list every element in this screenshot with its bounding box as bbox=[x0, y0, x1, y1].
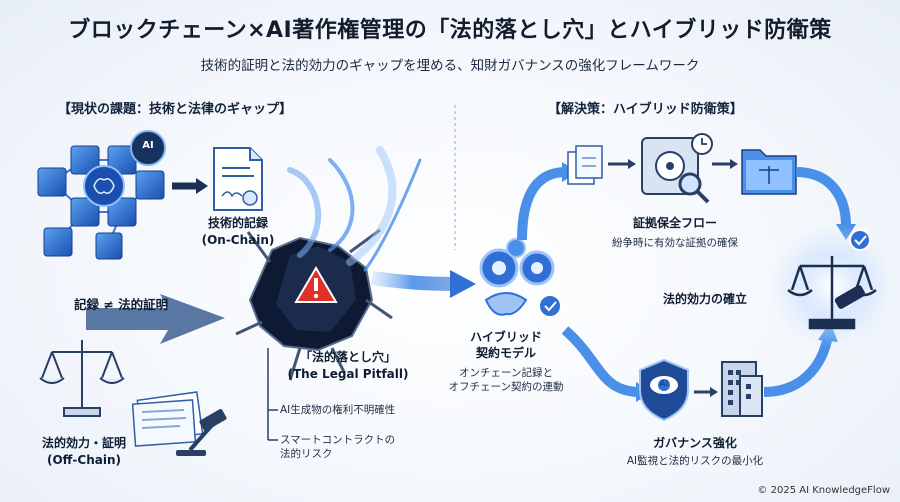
evidence-flow-title: 証拠保全フロー bbox=[632, 216, 717, 230]
pitfall-title: 「法的落とし穴」 bbox=[299, 350, 396, 364]
gears-icon bbox=[479, 238, 555, 288]
legal-effect-label: 法的効力の確立 bbox=[662, 292, 747, 306]
legal-proof-title: 法的効力・証明 bbox=[41, 436, 126, 450]
copyright: © 2025 AI KnowledgeFlow bbox=[757, 485, 890, 496]
risk-item: AI生成物の権利不明確性 bbox=[280, 404, 396, 416]
handshake-icon bbox=[484, 292, 528, 316]
flow-arrow-to-effect bbox=[795, 167, 851, 227]
gap-label: 記録 ≠ 法的証明 bbox=[74, 297, 169, 312]
verified-badge-icon bbox=[538, 294, 562, 318]
magnifier-icon bbox=[678, 172, 710, 204]
arrow-to-hybrid bbox=[371, 271, 453, 291]
eye-badge-label: AI bbox=[659, 379, 669, 388]
page-title: ブロックチェーン×AI著作権管理の「法的落とし穴」とハイブリッド防衛策 bbox=[68, 18, 832, 43]
tech-record-sub: (On-Chain) bbox=[201, 233, 275, 247]
legal-documents-stack-icon bbox=[131, 391, 204, 447]
gap-arrow bbox=[86, 294, 225, 344]
solution-section-title: 【解決策：ハイブリッド防衛策】 bbox=[548, 102, 743, 117]
legal-proof-sub: (Off-Chain) bbox=[47, 453, 121, 467]
risk-item: スマートコントラクトの 法的リスク bbox=[280, 434, 396, 461]
flow-arrow-lower bbox=[561, 326, 641, 397]
flow-arrow-upper bbox=[517, 167, 567, 241]
data-stream bbox=[287, 146, 422, 272]
legal-folder-icon bbox=[741, 149, 797, 195]
office-building-icon bbox=[721, 361, 763, 417]
warning-triangle-icon bbox=[294, 266, 338, 303]
tech-record-title: 技術的記録 bbox=[207, 216, 268, 230]
scales-gavel-icon bbox=[787, 256, 877, 330]
scales-of-justice-icon bbox=[39, 340, 125, 417]
ai-badge-label: AI bbox=[142, 140, 154, 151]
problem-section-title: 【現状の課題：技術と法律のギャップ】 bbox=[58, 102, 293, 117]
check-badge-icon bbox=[849, 229, 871, 251]
governance-sub: AI監視と法的リスクの最小化 bbox=[626, 455, 764, 467]
hybrid-model-sub: オンチェーン記録と オフチェーン契約の連動 bbox=[448, 367, 564, 394]
ai-brain-badge-icon bbox=[130, 130, 166, 166]
ai-eye-shield-icon bbox=[639, 358, 689, 422]
certificate-document-icon bbox=[213, 147, 263, 211]
hybrid-model-title: ハイブリッド 契約モデル bbox=[470, 330, 542, 360]
page-subtitle: 技術的証明と法的効力のギャップを埋める、知財ガバナンスの強化フレームワーク bbox=[200, 58, 700, 74]
blockchain-network-icon bbox=[37, 145, 165, 260]
gavel-icon bbox=[176, 409, 227, 456]
pitfall-sub: (The Legal Pitfall) bbox=[287, 367, 409, 381]
documents-icon bbox=[567, 145, 603, 185]
evidence-flow-sub: 紛争時に有効な証拠の確保 bbox=[612, 237, 738, 249]
clock-icon bbox=[691, 133, 713, 155]
governance-title: ガバナンス強化 bbox=[653, 436, 737, 450]
